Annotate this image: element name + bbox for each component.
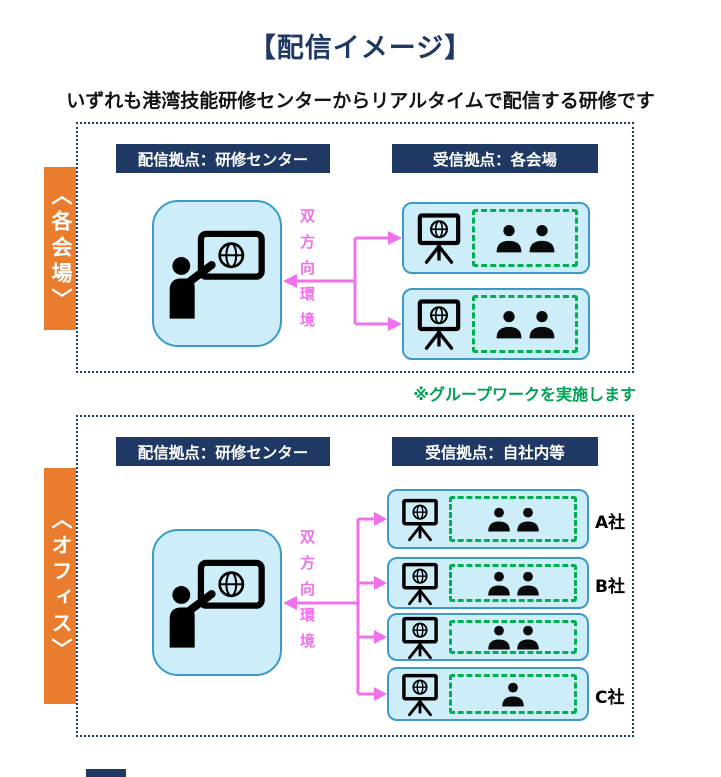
screen-board-icon — [399, 672, 441, 717]
person-icon — [487, 507, 510, 532]
receiver-site-row — [402, 288, 590, 360]
training-center-box — [152, 529, 282, 676]
screen-board-icon — [399, 615, 441, 660]
person-icon — [516, 507, 539, 532]
receiver-site-row — [387, 489, 589, 549]
screen-board-icon — [414, 211, 464, 265]
person-icon — [496, 310, 521, 339]
person-icon — [529, 224, 554, 253]
screen-board-icon — [402, 498, 438, 541]
sender-header: 配信拠点：研修センター — [116, 144, 330, 173]
screen-board-icon — [402, 616, 438, 659]
receiver-site-row — [387, 613, 589, 661]
screen-board-icon — [414, 297, 464, 351]
page-title: 【配信イメージ】 — [248, 33, 473, 64]
group-work-box — [449, 674, 577, 714]
presenter-screen-icon — [167, 558, 267, 648]
bidirectional-label: 双方向環境 — [298, 529, 316, 659]
company-label-a: A社 — [595, 513, 626, 533]
cropped-footer-fragment — [86, 769, 126, 777]
receiver-header: 受信拠点：自社内等 — [392, 437, 598, 466]
receiver-header: 受信拠点：各会場 — [392, 144, 598, 173]
group-work-box — [449, 620, 577, 654]
bidirectional-label: 双方向環境 — [298, 208, 316, 338]
receiver-site-row — [387, 557, 589, 609]
company-label-c: C社 — [595, 688, 625, 708]
group-work-box — [449, 496, 577, 542]
screen-board-icon — [402, 673, 438, 716]
presenter-screen-icon — [167, 229, 267, 319]
side-label-venues: 〈各会場〉 — [44, 167, 78, 330]
group-work-box — [449, 564, 577, 602]
screen-board-icon — [417, 299, 461, 350]
person-icon — [487, 571, 510, 596]
section-offices: 配信拠点：研修センター 受信拠点：自社内等 双方向環境 — [76, 415, 634, 737]
screen-board-icon — [402, 562, 438, 605]
screen-board-icon — [399, 561, 441, 606]
company-label-b: B社 — [595, 577, 625, 597]
group-work-box — [472, 295, 578, 353]
person-icon — [529, 310, 554, 339]
receiver-site-row — [387, 667, 589, 721]
groupwork-note: ※グループワークを実施します — [413, 385, 636, 404]
presenter-screen-icon — [169, 230, 265, 319]
person-icon — [487, 625, 510, 650]
company-label-blank — [595, 626, 639, 648]
bidirectional-arrows — [283, 231, 402, 331]
person-icon — [502, 682, 524, 707]
person-icon — [516, 571, 539, 596]
screen-board-icon — [399, 497, 441, 542]
section-venues: 配信拠点：研修センター 受信拠点：各会場 双方向環境 — [76, 122, 634, 373]
subtitle: いずれも港湾技能研修センターからリアルタイムで配信する研修です — [66, 90, 655, 112]
person-icon — [496, 224, 521, 253]
receiver-site-row — [402, 202, 590, 274]
training-center-box — [152, 200, 282, 347]
group-work-box — [472, 209, 578, 267]
bidirectional-arrows — [283, 512, 387, 701]
presenter-screen-icon — [169, 559, 265, 648]
screen-board-icon — [417, 213, 461, 264]
sender-header: 配信拠点：研修センター — [116, 437, 330, 466]
person-icon — [516, 625, 539, 650]
side-label-office: 〈オフィス〉 — [44, 468, 78, 704]
